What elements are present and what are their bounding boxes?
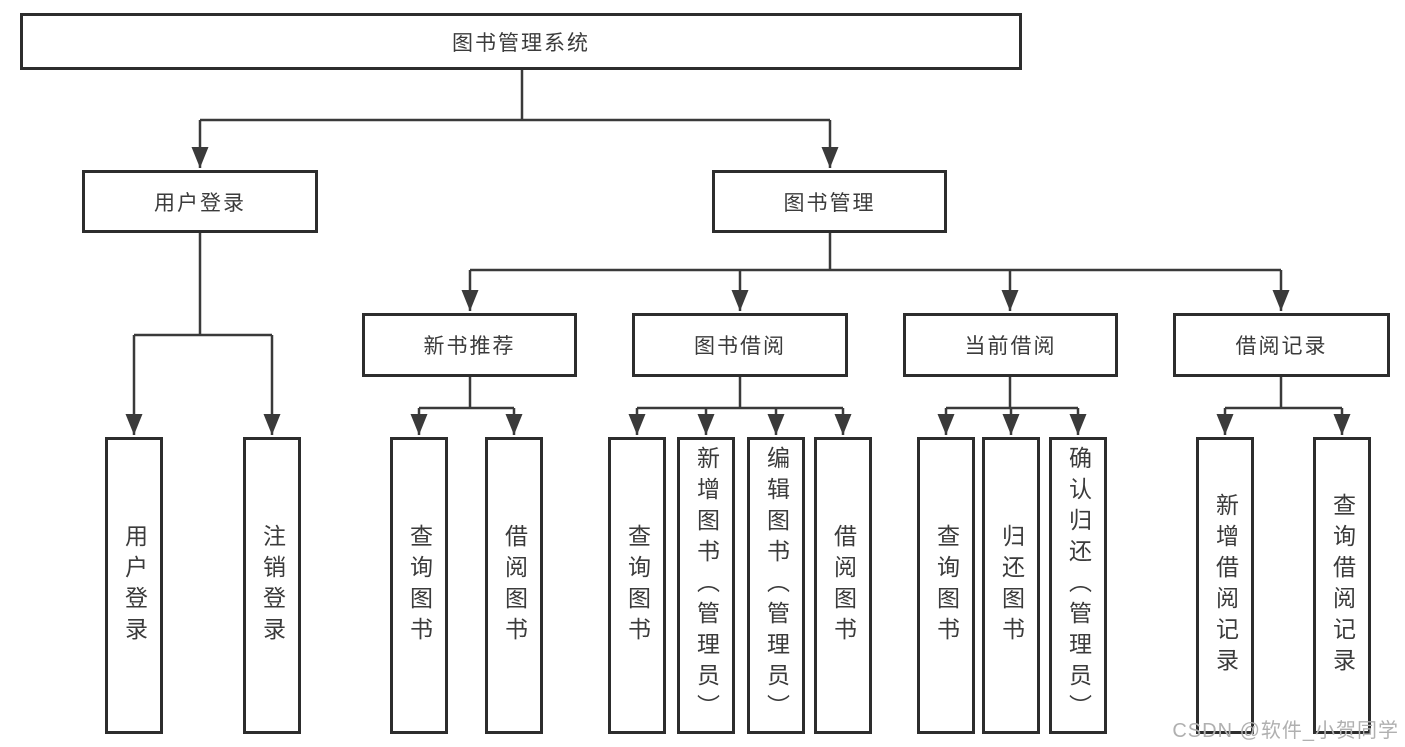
leaf-edit-books-admin-label: 编辑图书（管理员）	[763, 446, 790, 725]
node-book-borrow: 图书借阅	[632, 313, 848, 377]
leaf-return-books-label: 归还图书	[998, 523, 1025, 648]
leaf-query-borrow-record: 查询借阅记录	[1313, 437, 1371, 734]
leaf-confirm-return-admin: 确认归还（管理员）	[1049, 437, 1107, 734]
node-book-management: 图书管理	[712, 170, 947, 233]
leaf-edit-books-admin: 编辑图书（管理员）	[747, 437, 805, 734]
connector-userlogin-to-leaves	[132, 233, 274, 435]
node-current-borrow: 当前借阅	[903, 313, 1118, 377]
node-new-book-recommend: 新书推荐	[362, 313, 577, 377]
leaf-borrow-books-1: 借阅图书	[485, 437, 543, 734]
leaf-add-borrow-record: 新增借阅记录	[1196, 437, 1254, 734]
connector-bookborrow-to-leaves	[635, 377, 845, 435]
leaf-query-books-3: 查询图书	[917, 437, 975, 734]
leaf-query-books-1-label: 查询图书	[406, 523, 433, 648]
leaf-borrow-books-2-label: 借阅图书	[830, 523, 857, 648]
leaf-borrow-books-2: 借阅图书	[814, 437, 872, 734]
connector-root-to-level2	[198, 70, 832, 168]
leaf-logout-label: 注销登录	[259, 523, 286, 648]
leaf-logout: 注销登录	[243, 437, 301, 734]
leaf-query-books-2: 查询图书	[608, 437, 666, 734]
node-root-library-system: 图书管理系统	[20, 13, 1022, 70]
leaf-borrow-books-1-label: 借阅图书	[501, 523, 528, 648]
leaf-user-login-label: 用户登录	[121, 523, 148, 648]
leaf-query-books-3-label: 查询图书	[933, 523, 960, 648]
arrowheads	[125, 147, 1351, 435]
connector-borrowrecords-to-leaves	[1223, 377, 1344, 435]
leaf-query-borrow-record-label: 查询借阅记录	[1329, 492, 1356, 679]
node-borrow-records: 借阅记录	[1173, 313, 1390, 377]
leaf-add-books-admin: 新增图书（管理员）	[677, 437, 735, 734]
leaf-return-books: 归还图书	[982, 437, 1040, 734]
leaf-user-login: 用户登录	[105, 437, 163, 734]
node-user-login: 用户登录	[82, 170, 318, 233]
connector-newbookrec-to-leaves	[417, 377, 516, 435]
leaf-confirm-return-admin-label: 确认归还（管理员）	[1065, 446, 1092, 725]
leaf-query-books-2-label: 查询图书	[624, 523, 651, 648]
leaf-query-books-1: 查询图书	[390, 437, 448, 734]
leaf-add-books-admin-label: 新增图书（管理员）	[693, 446, 720, 725]
leaf-add-borrow-record-label: 新增借阅记录	[1212, 492, 1239, 679]
connector-bookmgmt-to-level3	[468, 233, 1283, 311]
csdn-watermark: CSDN @软件_小贺同学	[1172, 720, 1399, 742]
